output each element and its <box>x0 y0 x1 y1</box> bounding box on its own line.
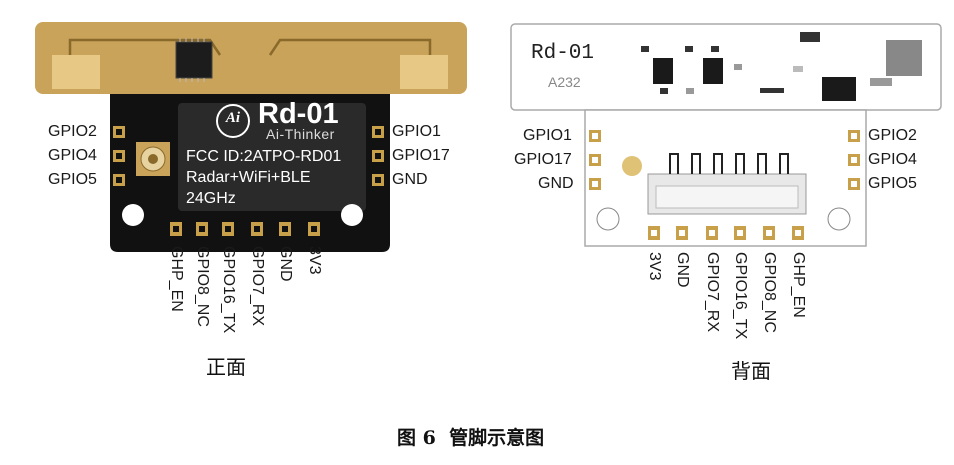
front-bottom-pin-5: GND <box>277 246 294 282</box>
back-bottom-pin-1: 3V3 <box>646 252 663 281</box>
front-right-pin-1: GPIO1 <box>392 123 441 140</box>
front-label-line-2: Radar+WiFi+BLE <box>186 169 311 186</box>
back-bottom-pin-3: GPIO7_RX <box>704 252 721 333</box>
front-brand: Ai-Thinker <box>266 126 335 142</box>
front-mount-hole-left <box>122 204 144 226</box>
front-right-pin-2: GPIO17 <box>392 147 450 164</box>
ai-logo-icon <box>216 104 250 138</box>
back-model: Rd-01 <box>531 42 595 65</box>
front-label-line-3: 24GHz <box>186 190 236 207</box>
back-caption: 背面 <box>731 359 771 383</box>
back-right-pin-2: GPIO4 <box>868 151 917 168</box>
back-right-pin-3: GPIO5 <box>868 175 917 192</box>
figure-caption: 图 6 管脚示意图 <box>397 427 545 449</box>
back-bottom-pin-5: GPIO8_NC <box>761 252 778 333</box>
back-bottom-pin-4: GPIO16_TX <box>732 252 749 340</box>
front-bottom-pin-3: GPIO16_TX <box>220 246 237 334</box>
back-left-pin-3: GND <box>538 175 574 192</box>
front-caption: 正面 <box>206 355 246 379</box>
front-shield-label <box>178 103 366 211</box>
front-left-pin-3: GPIO5 <box>48 171 97 188</box>
front-left-pin-1: GPIO2 <box>48 123 97 140</box>
back-mount-hole-left <box>596 207 620 231</box>
front-bottom-pin-6: 3V3 <box>306 246 323 275</box>
front-right-pin-3: GND <box>392 171 428 188</box>
front-ic-chip <box>175 41 213 79</box>
back-left-pin-2: GPIO17 <box>514 151 572 168</box>
back-pcb-top <box>510 23 942 111</box>
back-bottom-pin-2: GND <box>674 252 691 288</box>
front-mount-hole-right <box>341 204 363 226</box>
front-left-pin-2: GPIO4 <box>48 147 97 164</box>
front-model: Rd-01 <box>258 98 339 130</box>
back-right-pin-1: GPIO2 <box>868 127 917 144</box>
back-code: A232 <box>548 74 581 90</box>
front-bottom-pin-2: GPIO8_NC <box>194 246 211 327</box>
front-bottom-pin-4: GPIO7_RX <box>249 246 266 327</box>
back-test-pad <box>622 156 642 176</box>
back-bottom-pin-6: GHP_EN <box>790 252 807 318</box>
back-left-pin-1: GPIO1 <box>523 127 572 144</box>
front-logo-mark: Ai <box>225 110 241 126</box>
front-label-line-1: FCC ID:2ATPO-RD01 <box>186 148 342 165</box>
front-bottom-pin-1: GHP_EN <box>168 246 185 312</box>
back-mount-hole-right <box>827 207 851 231</box>
